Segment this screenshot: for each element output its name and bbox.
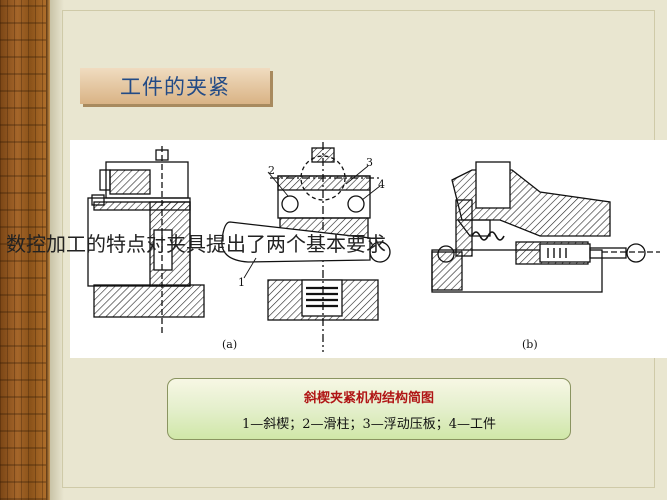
caption-title: 斜楔夹紧机构结构简图 xyxy=(303,391,434,406)
decorative-wood-strip xyxy=(0,0,50,500)
overlay-subtitle-text: 数控加工的特点对夹具提出了两个基本要求 xyxy=(6,232,386,256)
part-label-2: 2 xyxy=(268,164,275,177)
subfigure-label-a: (a) xyxy=(222,338,238,351)
part-label-1: 1 xyxy=(238,276,245,289)
part-label-4: 4 xyxy=(378,178,385,191)
figure-caption-box: 斜楔夹紧机构结构简图 1—斜楔；2—滑柱；3—浮动压板；4—工件 xyxy=(167,378,571,440)
mechanism-drawing xyxy=(87,142,660,352)
mechanism-figure: 2 3 4 1 (a) (b) xyxy=(70,140,667,358)
part-label-3: 3 xyxy=(366,156,373,169)
slide-title: 工件的夹紧 xyxy=(80,68,270,104)
subfigure-label-b: (b) xyxy=(522,338,538,351)
caption-legend: 1—斜楔；2—滑柱；3—浮动压板；4—工件 xyxy=(241,417,497,432)
